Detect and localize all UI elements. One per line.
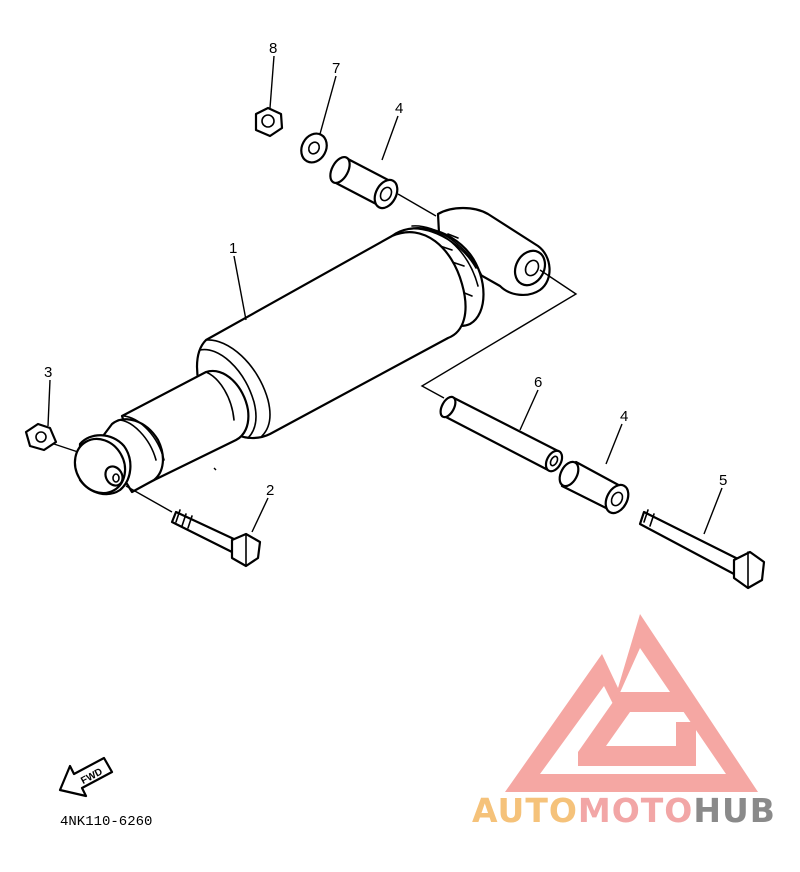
part-8-nut xyxy=(254,106,284,138)
logo-triangle-mark xyxy=(505,614,758,792)
leader-lines xyxy=(47,55,723,535)
callout-3: 3 xyxy=(44,364,52,381)
part-5-bolt xyxy=(638,509,766,590)
part-6-pipe xyxy=(439,395,564,473)
automotohub-logo: AUTOMOTOHUB xyxy=(472,614,776,830)
callout-8: 8 xyxy=(269,40,277,57)
part-3-nut xyxy=(24,422,58,452)
part-4-collar-upper xyxy=(329,155,399,210)
part-4-collar-lower xyxy=(558,460,630,515)
callout-5: 5 xyxy=(719,472,727,489)
callout-7: 7 xyxy=(332,60,340,77)
fwd-arrow: FWD xyxy=(58,756,114,798)
callout-4-upper: 4 xyxy=(395,100,403,117)
part-1-rear-shock-absorber xyxy=(73,206,551,496)
part-2-bolt xyxy=(170,509,262,568)
assembly-lines xyxy=(53,193,578,513)
watermark-word-hub: HUB xyxy=(693,791,776,830)
callout-1: 1 xyxy=(229,240,237,257)
callout-2: 2 xyxy=(266,482,274,499)
part-7-washer xyxy=(300,132,328,164)
watermark-word-moto: MOTO xyxy=(578,791,693,830)
logo-inner-g-mark xyxy=(578,692,696,766)
svg-text:AUTOMOTOHUB: AUTOMOTOHUB xyxy=(472,791,776,830)
callout-4-lower: 4 xyxy=(620,408,628,425)
callout-6: 6 xyxy=(534,374,542,391)
watermark-word-auto: AUTO xyxy=(472,791,578,830)
part-code: 4NK110-6260 xyxy=(60,814,152,830)
